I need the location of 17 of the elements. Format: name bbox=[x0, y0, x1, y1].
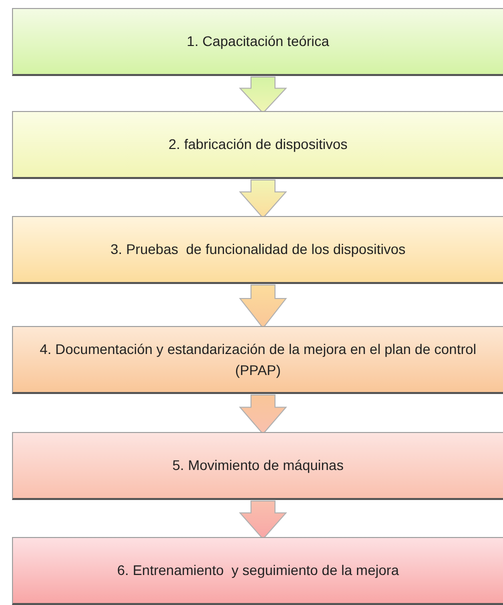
step-text: 6. Entrenamiento y seguimiento de la mejora bbox=[117, 561, 399, 580]
block-arrow bbox=[238, 500, 288, 540]
process-box bbox=[12, 432, 503, 500]
step-text: 5. Movimiento de máquinas bbox=[172, 456, 344, 476]
process-box bbox=[12, 537, 503, 605]
process-box bbox=[12, 8, 503, 76]
block-arrow bbox=[238, 284, 288, 329]
step-text: 4. Documentación y estandarización de la mejora en el plan de control (PPAP) bbox=[38, 340, 478, 380]
block-arrow bbox=[238, 394, 288, 435]
block-arrow bbox=[238, 180, 288, 219]
step-text: 1. Capacitación teórica bbox=[186, 32, 330, 52]
step-text: 3. Pruebas de funcionalidad de los dispositivos bbox=[110, 240, 406, 260]
process-box bbox=[12, 216, 503, 284]
block-arrow bbox=[238, 76, 288, 114]
process-box bbox=[12, 111, 503, 179]
process-box bbox=[12, 326, 503, 394]
step-text: 2. fabricación de dispositivos bbox=[168, 135, 348, 154]
